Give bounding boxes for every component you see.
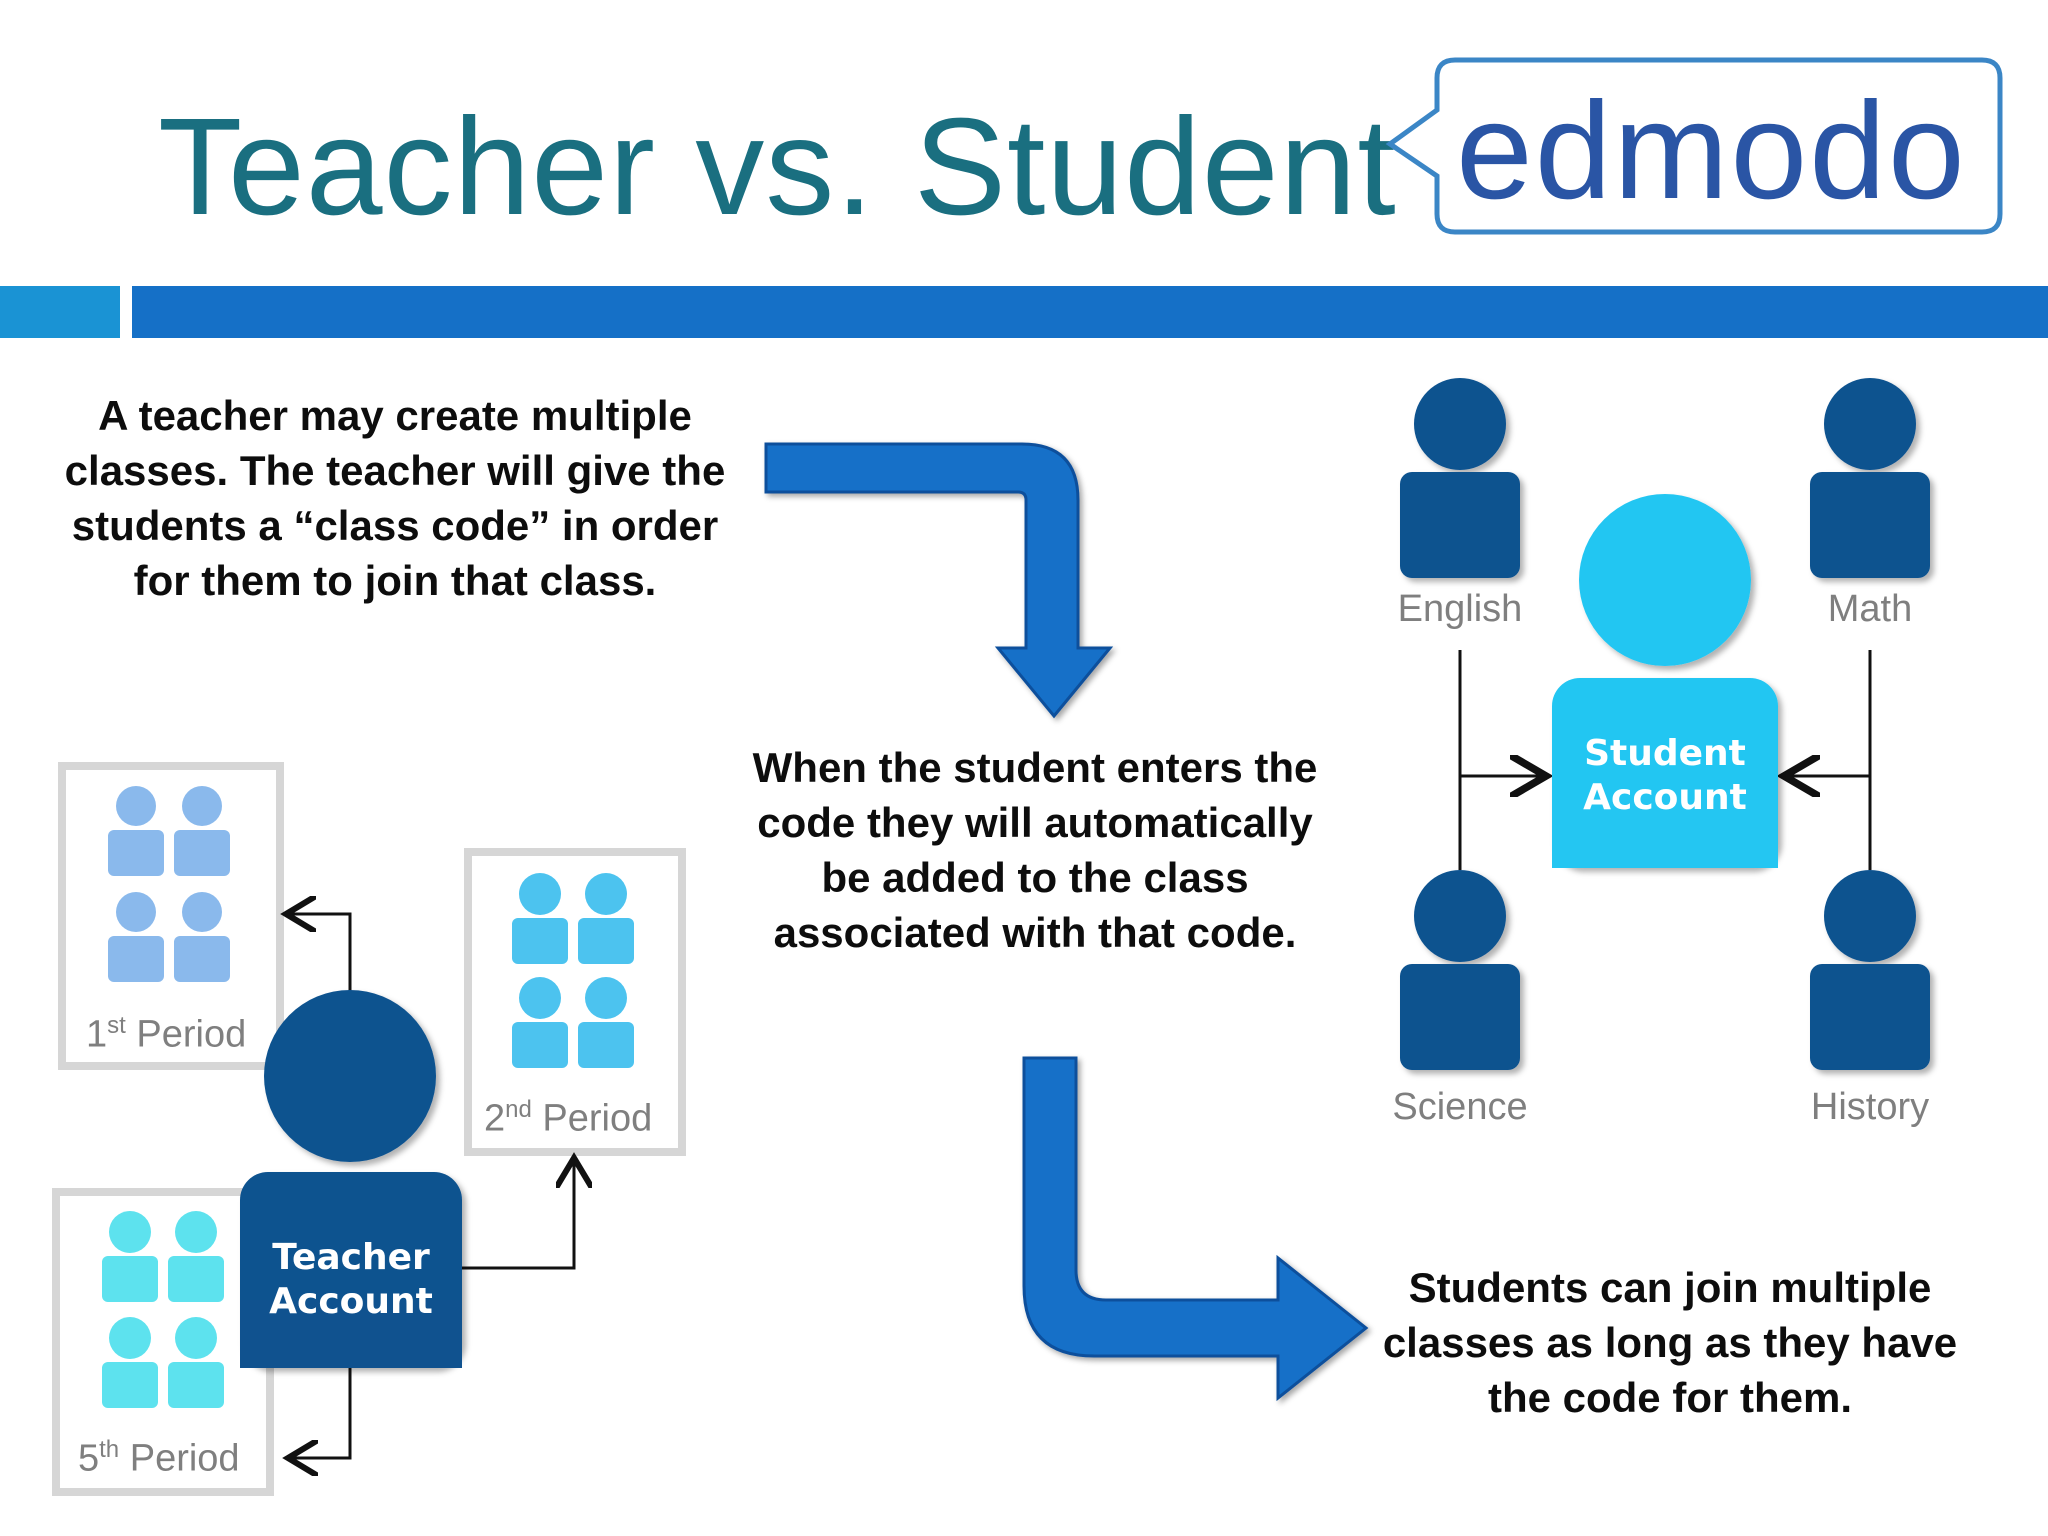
student-account-label: Student Account bbox=[1583, 733, 1747, 818]
class-label-science: Science bbox=[1392, 1086, 1528, 1128]
science-body bbox=[1400, 964, 1520, 1070]
arrow-down bbox=[764, 442, 1114, 719]
class-label-english: English bbox=[1397, 588, 1523, 630]
header-bar bbox=[132, 286, 2048, 338]
student-diagram bbox=[1400, 378, 1930, 1070]
teacher-diagram bbox=[52, 762, 686, 1496]
teacher-account-label: Teacher Account bbox=[269, 1237, 433, 1322]
page-title: Teacher vs. Student bbox=[158, 90, 1397, 244]
middle-text: When the student enters the code they wi… bbox=[752, 744, 1318, 956]
math-head bbox=[1824, 378, 1916, 470]
history-head bbox=[1824, 870, 1916, 962]
math-body bbox=[1810, 472, 1930, 578]
period-label-2: 2nd Period bbox=[484, 1096, 653, 1140]
period-box-1 bbox=[58, 762, 284, 1070]
english-body bbox=[1400, 472, 1520, 578]
outro-text: Students can join multiple classes as lo… bbox=[1382, 1264, 1958, 1421]
class-label-math: Math bbox=[1827, 588, 1913, 630]
science-head bbox=[1414, 870, 1506, 962]
intro-text: A teacher may create multiple classes. T… bbox=[64, 392, 726, 604]
student-head bbox=[1579, 494, 1751, 666]
history-body bbox=[1810, 964, 1930, 1070]
period-box-5 bbox=[52, 1188, 274, 1496]
period-box-2 bbox=[464, 848, 686, 1156]
period-label-1: 1st Period bbox=[86, 1012, 247, 1056]
svg-text:edmodo: edmodo bbox=[1456, 74, 1967, 228]
period-label-5: 5th Period bbox=[78, 1436, 240, 1480]
english-head bbox=[1414, 378, 1506, 470]
header-bar-accent bbox=[0, 286, 120, 338]
class-label-history: History bbox=[1810, 1086, 1930, 1128]
teacher-head bbox=[264, 990, 436, 1162]
arrow-right bbox=[1022, 1056, 1369, 1402]
edmodo-logo: edmodo bbox=[1385, 57, 2003, 235]
